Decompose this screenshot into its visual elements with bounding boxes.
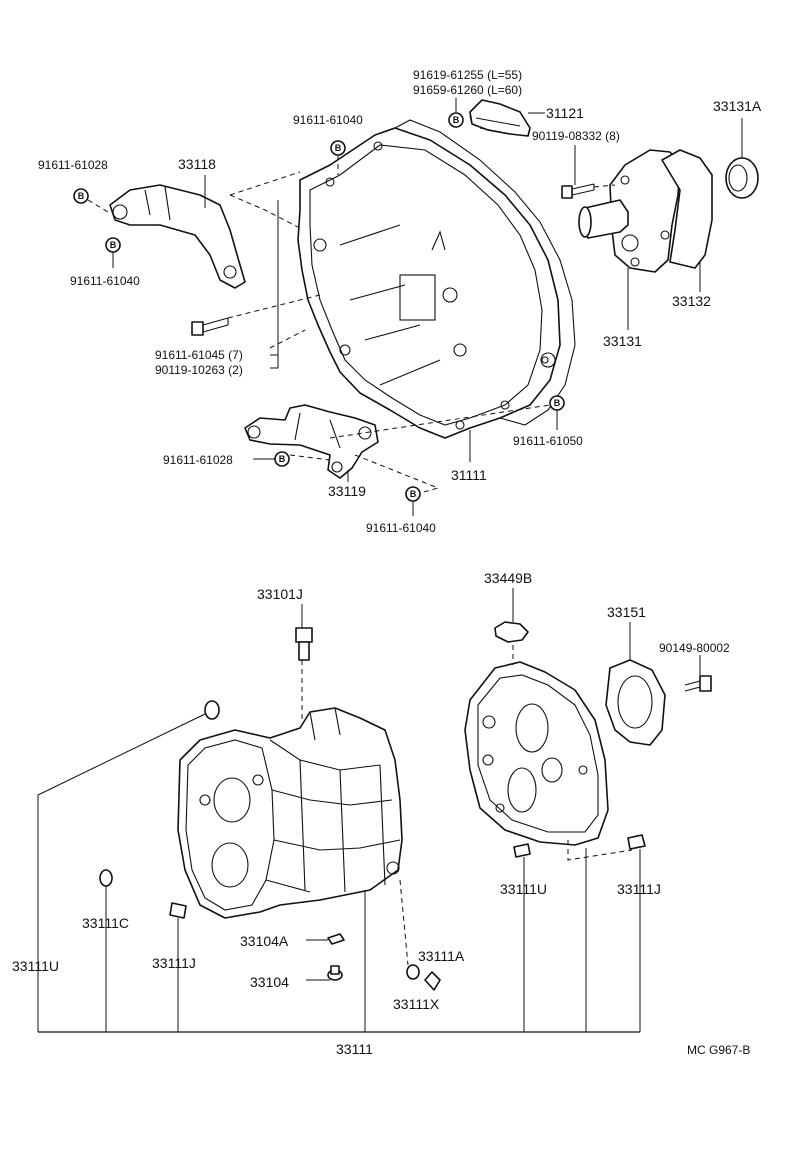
label-33449B: 33449B xyxy=(484,570,532,586)
bolt-marker-text: B xyxy=(110,240,117,250)
bolt-marker-text: B xyxy=(554,398,561,408)
plug-33104 xyxy=(327,965,343,981)
dowel-33111U-right xyxy=(513,843,531,858)
bolt-marker-left-upper: B xyxy=(73,188,89,204)
plug-33449B xyxy=(494,621,529,643)
label-33111A: 33111A xyxy=(418,948,465,964)
label-91611-61045: 91611-61045 (7) xyxy=(155,348,243,362)
bolt-marker-bottom: B xyxy=(405,486,421,502)
gasket-33111A xyxy=(406,964,420,980)
label-91659-61260: 91659-61260 (L=60) xyxy=(413,83,522,97)
bracket-33119 xyxy=(244,404,379,479)
upper-labels: 91619-61255 (L=55) 91659-61260 (L=60) 31… xyxy=(38,68,762,535)
bolt-91611-61045 xyxy=(191,317,229,336)
label-33111: 33111 xyxy=(336,1041,373,1057)
bearing-retainer-33131 xyxy=(578,149,681,273)
bolt-90149-80002 xyxy=(684,675,712,692)
bolt-marker-text: B xyxy=(335,143,342,153)
upper-assembly-lines xyxy=(87,155,616,494)
lower-labels: 33449B 33101J 33151 90149-80002 33111C 3… xyxy=(12,570,750,1057)
bolt-marker-right: B xyxy=(549,395,565,411)
label-33151: 33151 xyxy=(607,604,646,620)
bolt-90119-08332 xyxy=(561,183,595,199)
label-90119-08332: 90119-08332 (8) xyxy=(532,129,620,143)
transmission-case-33111 xyxy=(177,707,403,919)
label-91611-61050: 91611-61050 xyxy=(513,434,583,448)
bolt-marker-cover: B xyxy=(448,112,464,128)
intermediate-plate xyxy=(464,661,609,846)
label-33131: 33131 xyxy=(603,333,642,349)
label-90119-10263: 90119-10263 (2) xyxy=(155,363,243,377)
dowel-33111U-left xyxy=(204,700,220,720)
plug-33111X xyxy=(424,971,441,991)
lower-assembly-lines xyxy=(301,645,633,966)
clutch-housing-31111 xyxy=(297,119,576,439)
label-91611-61040-top: 91611-61040 xyxy=(293,113,363,127)
upper-leader-lines xyxy=(112,98,743,516)
bolt-marker-text: B xyxy=(410,489,417,499)
label-91611-61040-bottom: 91611-61040 xyxy=(366,521,436,535)
dowel-33111J-right xyxy=(627,834,646,850)
bolt-marker-text: B xyxy=(279,454,286,464)
bolt-marker-text: B xyxy=(78,191,85,201)
label-33111U-left: 33111U xyxy=(12,958,59,974)
label-33104: 33104 xyxy=(250,974,289,990)
bolt-marker-lower-left: B xyxy=(274,451,290,467)
dowel-33111J-left xyxy=(169,902,187,919)
lower-leader-lines xyxy=(37,588,701,1033)
label-33119: 33119 xyxy=(328,483,366,499)
catalog-code: MC G967-B xyxy=(687,1043,750,1057)
label-33111X: 33111X xyxy=(393,996,440,1012)
label-33111J-left: 33111J xyxy=(152,955,196,971)
label-91619-61255: 91619-61255 (L=55) xyxy=(413,68,522,82)
label-33111J-right: 33111J xyxy=(617,881,661,897)
bracket-33118 xyxy=(109,184,246,289)
label-90149-80002: 90149-80002 xyxy=(659,641,730,655)
label-33111U-right: 33111U xyxy=(500,881,547,897)
oil-seal-33131A xyxy=(725,157,759,199)
switch-33101J xyxy=(295,627,313,661)
bolt-marker-top: B xyxy=(330,140,346,156)
bolt-marker-text: B xyxy=(453,115,460,125)
label-31111: 31111 xyxy=(451,467,487,483)
retainer-33151 xyxy=(605,659,666,746)
label-91611-61028-lower: 91611-61028 xyxy=(163,453,233,467)
gasket-33132 xyxy=(661,149,713,269)
label-33118: 33118 xyxy=(178,156,216,172)
label-31121: 31121 xyxy=(546,105,584,121)
plug-33111C xyxy=(99,869,113,887)
bolt-marker-left-lower: B xyxy=(105,237,121,253)
label-33104A: 33104A xyxy=(240,933,289,949)
label-33111C: 33111C xyxy=(82,915,129,931)
label-91611-61040-left: 91611-61040 xyxy=(70,274,140,288)
label-33101J: 33101J xyxy=(257,586,303,602)
label-91611-61028-left: 91611-61028 xyxy=(38,158,108,172)
cover-31121 xyxy=(469,99,531,137)
label-33132: 33132 xyxy=(672,293,711,309)
label-33131A: 33131A xyxy=(713,98,762,114)
magnet-33104A xyxy=(327,933,345,945)
